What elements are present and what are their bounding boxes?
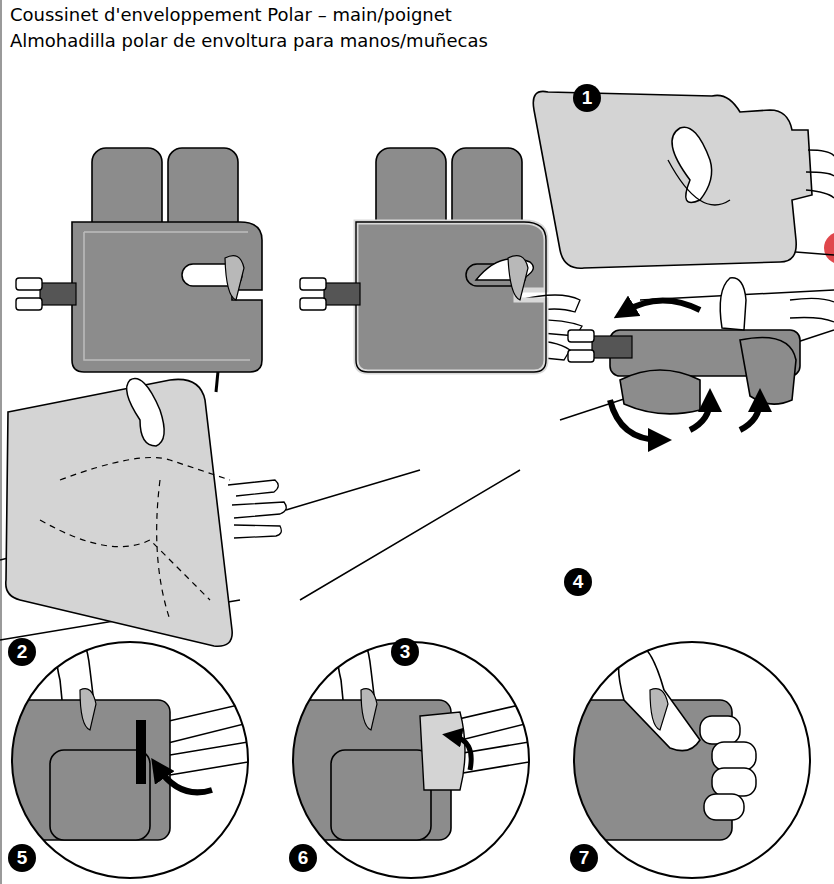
callout-number: 3: [391, 638, 419, 666]
heading-text: Coussinet d'enveloppement Polar – main/p…: [10, 4, 452, 25]
margin-rule: [0, 0, 2, 884]
callout-number: 2: [8, 638, 36, 666]
callout-number: 4: [564, 568, 592, 596]
detail-step-5: [10, 630, 260, 840]
callout-number: 5: [8, 844, 36, 872]
callout-number: 1: [573, 84, 601, 112]
page-tab: [824, 232, 834, 264]
detail-step-7: [572, 642, 756, 840]
wrap-step-4: [560, 278, 834, 440]
detail-step-6: [291, 630, 541, 840]
callout-number: 7: [570, 844, 598, 872]
subtitle-text: Almohadilla polar de envoltura para mano…: [10, 30, 488, 51]
callout-number: 6: [289, 844, 317, 872]
pad-step-2: [0, 148, 286, 646]
pad-step-3: [286, 148, 582, 600]
flat-pad-step-1: [533, 91, 834, 300]
